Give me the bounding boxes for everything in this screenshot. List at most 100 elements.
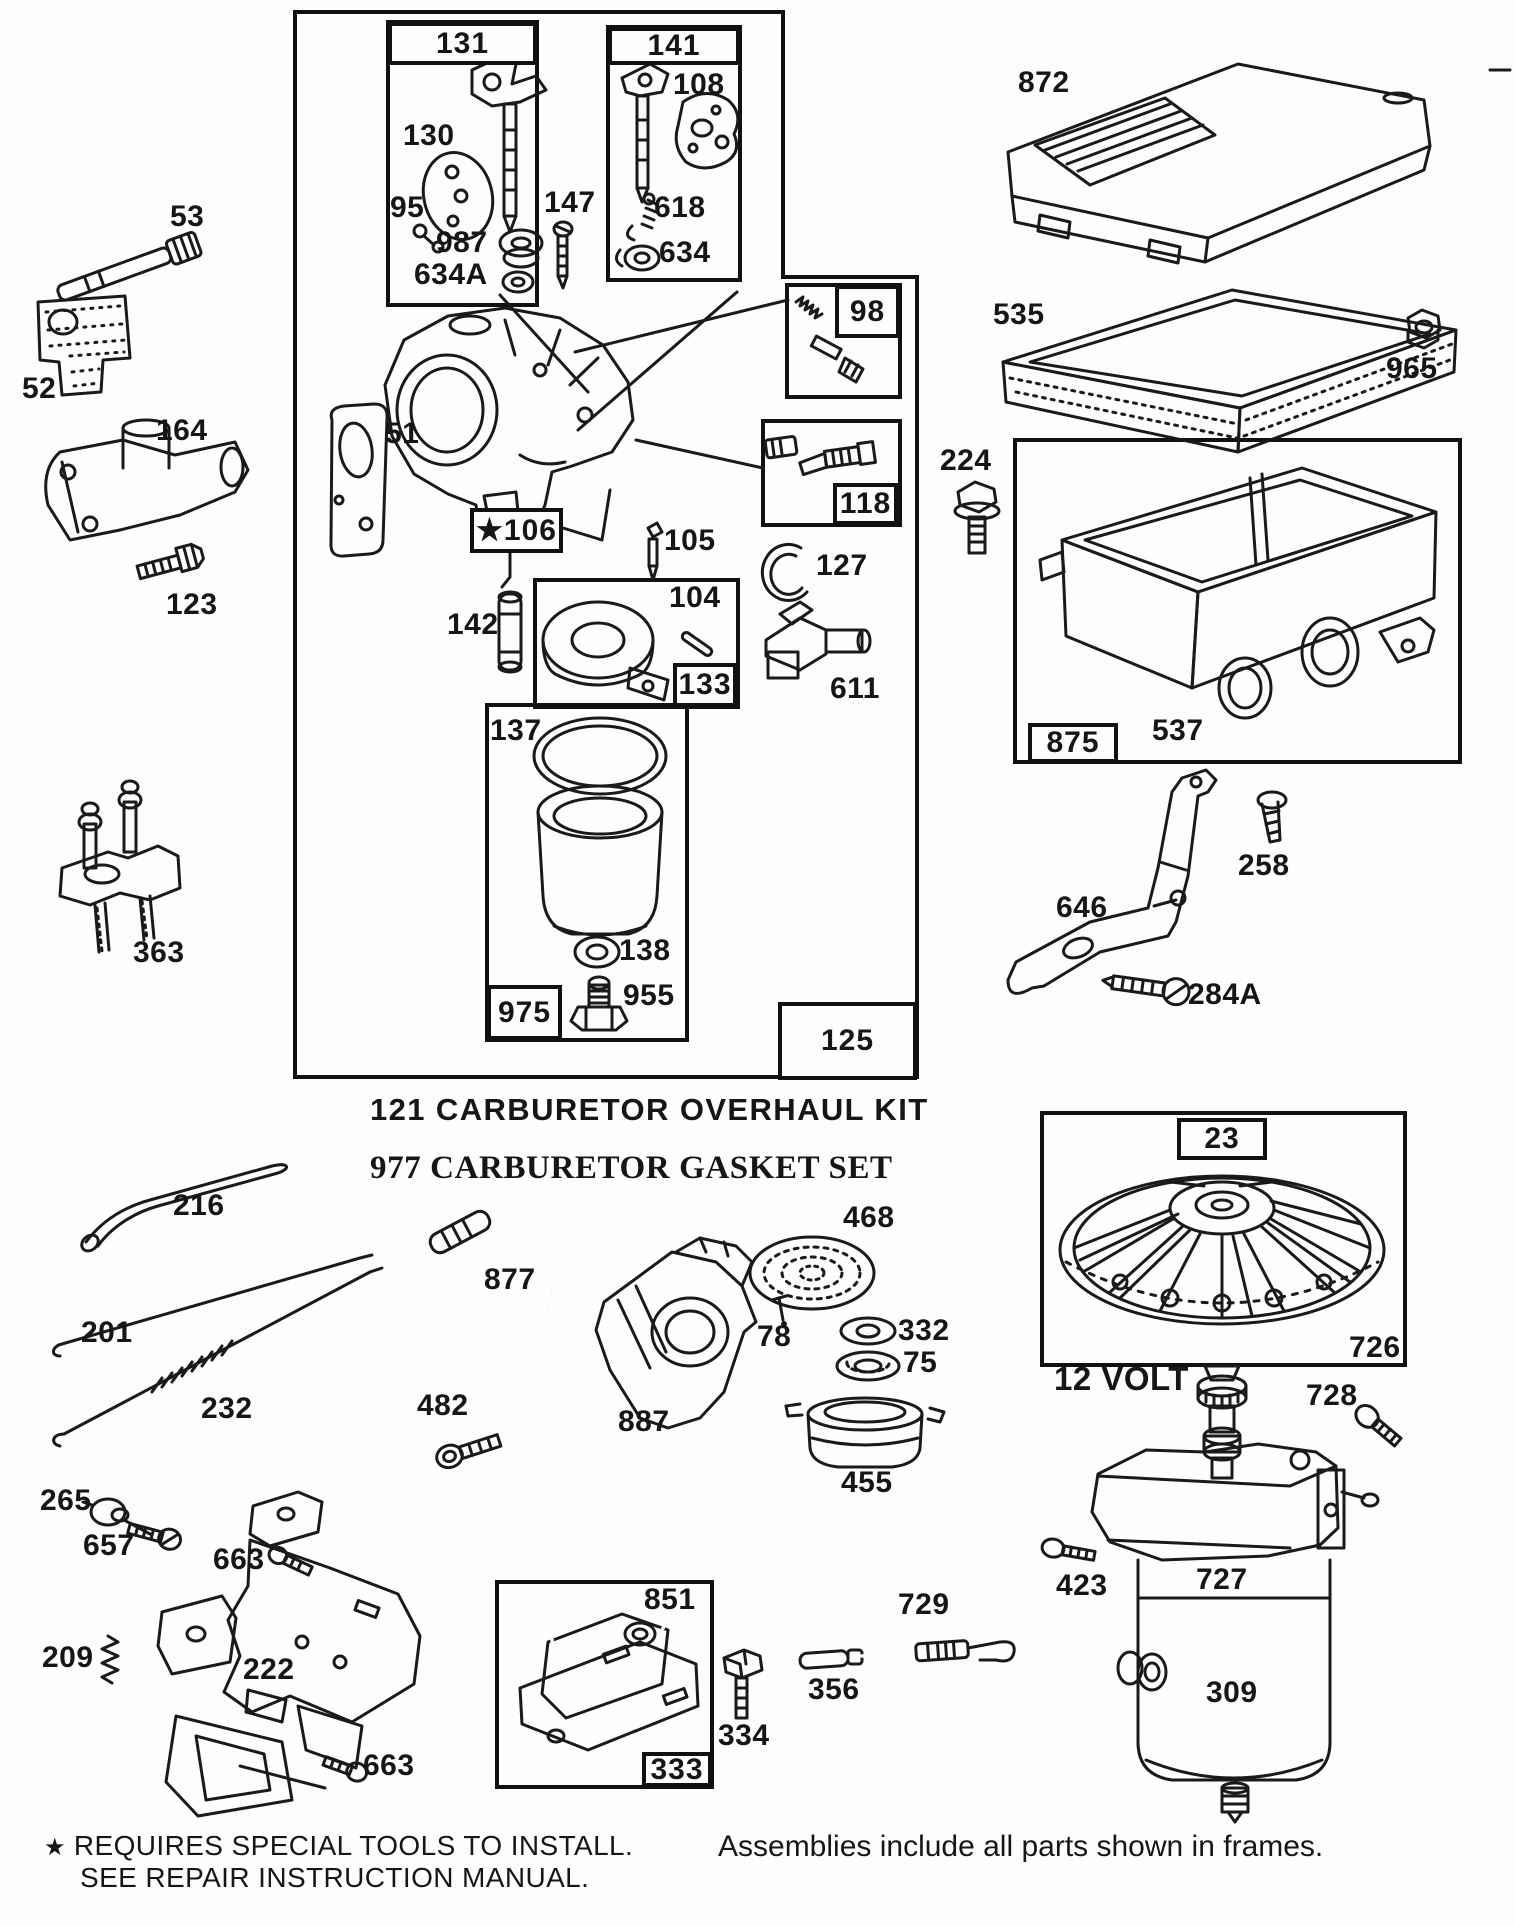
part-209-spring (100, 1634, 120, 1685)
part-label-332: 332 (898, 1314, 950, 1347)
part-label-363: 363 (133, 936, 185, 969)
part-657-screw (126, 1522, 183, 1551)
part-label-95: 95 (390, 191, 425, 224)
part-label-224: 224 (940, 444, 992, 477)
part-52-gasket (36, 294, 132, 397)
part-728-bolt (1354, 1404, 1403, 1448)
part-201-232-rods (52, 1253, 384, 1448)
part-23-flywheel (1058, 1174, 1386, 1326)
part-label-663b: 663 (363, 1749, 415, 1782)
part-51-gasket (329, 402, 389, 558)
part-label-131: 131 (388, 22, 537, 65)
part-455-starter-cup (784, 1396, 946, 1469)
part-482-bolt (435, 1433, 503, 1470)
part-label-201: 201 (81, 1316, 133, 1349)
part-label-618: 618 (654, 191, 706, 224)
part-965-nut (1406, 308, 1442, 350)
part-label-53: 53 (170, 200, 205, 233)
footnote-line2: SEE REPAIR INSTRUCTION MANUAL. (80, 1862, 590, 1893)
part-label-646: 646 (1056, 891, 1108, 924)
part-label-138: 138 (619, 934, 671, 967)
part-78-pin (770, 1294, 788, 1327)
footnote-line1-text: REQUIRES SPECIAL TOOLS TO INSTALL. (73, 1830, 634, 1861)
assemblies-note: Assemblies include all parts shown in fr… (718, 1830, 1324, 1863)
part-label-164: 164 (156, 414, 208, 447)
part-label-147: 147 (544, 186, 596, 219)
part-label-209: 209 (42, 1641, 94, 1674)
part-label-455: 455 (841, 1466, 893, 1499)
part-142-hinge-pin (497, 590, 523, 674)
part-label-975: 975 (487, 985, 562, 1040)
part-164-intake-elbow (44, 418, 250, 542)
part-label-728: 728 (1306, 1379, 1358, 1412)
part-332-washer (839, 1316, 897, 1346)
part-label-51: 51 (385, 417, 420, 450)
part-label-611: 611 (830, 672, 880, 705)
part-label-98: 98 (835, 285, 900, 338)
part-label-216: 216 (173, 1189, 225, 1222)
part-75-washer (835, 1350, 901, 1382)
part-663a-screw (267, 1545, 314, 1577)
part-label-482: 482 (417, 1389, 469, 1422)
part-label-333: 333 (642, 1752, 712, 1787)
part-334-bolt (722, 1648, 764, 1720)
part-147-screw (552, 220, 574, 290)
part-468-screen (748, 1235, 876, 1311)
part-label-987: 987 (436, 226, 488, 259)
part-284A-screw (1101, 974, 1191, 1007)
part-label-955: 955 (623, 979, 675, 1012)
part-104-pin (680, 631, 714, 657)
caption-overhaul-kit: 121 CARBURETOR OVERHAUL KIT (370, 1092, 929, 1127)
part-label-130: 130 (403, 119, 455, 152)
part-label-726: 726 (1349, 1331, 1401, 1364)
part-138-washer (573, 935, 621, 969)
part-label-104: 104 (669, 581, 721, 614)
part-label-468: 468 (843, 1201, 895, 1234)
part-label-634A: 634A (414, 258, 488, 291)
part-955-bowl-bolt (569, 975, 629, 1032)
part-label-356: 356 (808, 1673, 860, 1706)
part-label-309: 309 (1206, 1676, 1258, 1709)
part-label-106: ★106 (470, 508, 563, 553)
part-726-ring-gear (1058, 1174, 1386, 1326)
part-label-423: 423 (1056, 1569, 1108, 1602)
part-label-851: 851 (644, 1583, 696, 1616)
part-label-729: 729 (898, 1588, 950, 1621)
part-224-bolt (953, 480, 1001, 555)
kit-141-needle-gasket (615, 62, 740, 272)
caption-gasket-set: 977 CARBURETOR GASKET SET (370, 1150, 893, 1186)
part-label-142: 142 (447, 608, 499, 641)
part-887-armature (594, 1236, 758, 1430)
part-105-needle (646, 521, 664, 582)
part-label-887: 887 (618, 1405, 670, 1438)
part-216-link (80, 1163, 288, 1253)
part-137-oring-bowl (532, 716, 668, 937)
part-label-535: 535 (993, 298, 1045, 331)
carburetor-body (383, 306, 635, 550)
part-851-333-module (518, 1584, 700, 1752)
special-tools-star-icon: ★ (44, 1834, 66, 1861)
part-label-877: 877 (484, 1263, 536, 1296)
part-label-78: 78 (757, 1320, 792, 1353)
part-label-75: 75 (903, 1346, 938, 1379)
part-label-258: 258 (1238, 849, 1290, 882)
part-label-118: 118 (833, 483, 898, 525)
part-label-23: 23 (1177, 1118, 1267, 1160)
part-877-plug-wire (428, 1209, 586, 1358)
kit-118-needle-jet (763, 435, 877, 477)
part-label-123: 123 (166, 588, 218, 621)
part-537-air-cleaner-base (1038, 466, 1438, 720)
part-label-125: 125 (778, 1002, 917, 1080)
starter-drive-gear (1196, 1364, 1248, 1480)
part-423-bolt (1040, 1537, 1097, 1562)
part-label-52: 52 (22, 372, 57, 405)
part-label-133: 133 (673, 663, 737, 707)
part-label-657: 657 (83, 1529, 135, 1562)
part-123-screw (135, 542, 205, 581)
part-872-air-cleaner-cover (1006, 62, 1432, 265)
part-label-12volt: 12 VOLT (1054, 1360, 1189, 1397)
part-363-governor-crank (58, 779, 182, 954)
part-611-fitting (764, 600, 872, 680)
